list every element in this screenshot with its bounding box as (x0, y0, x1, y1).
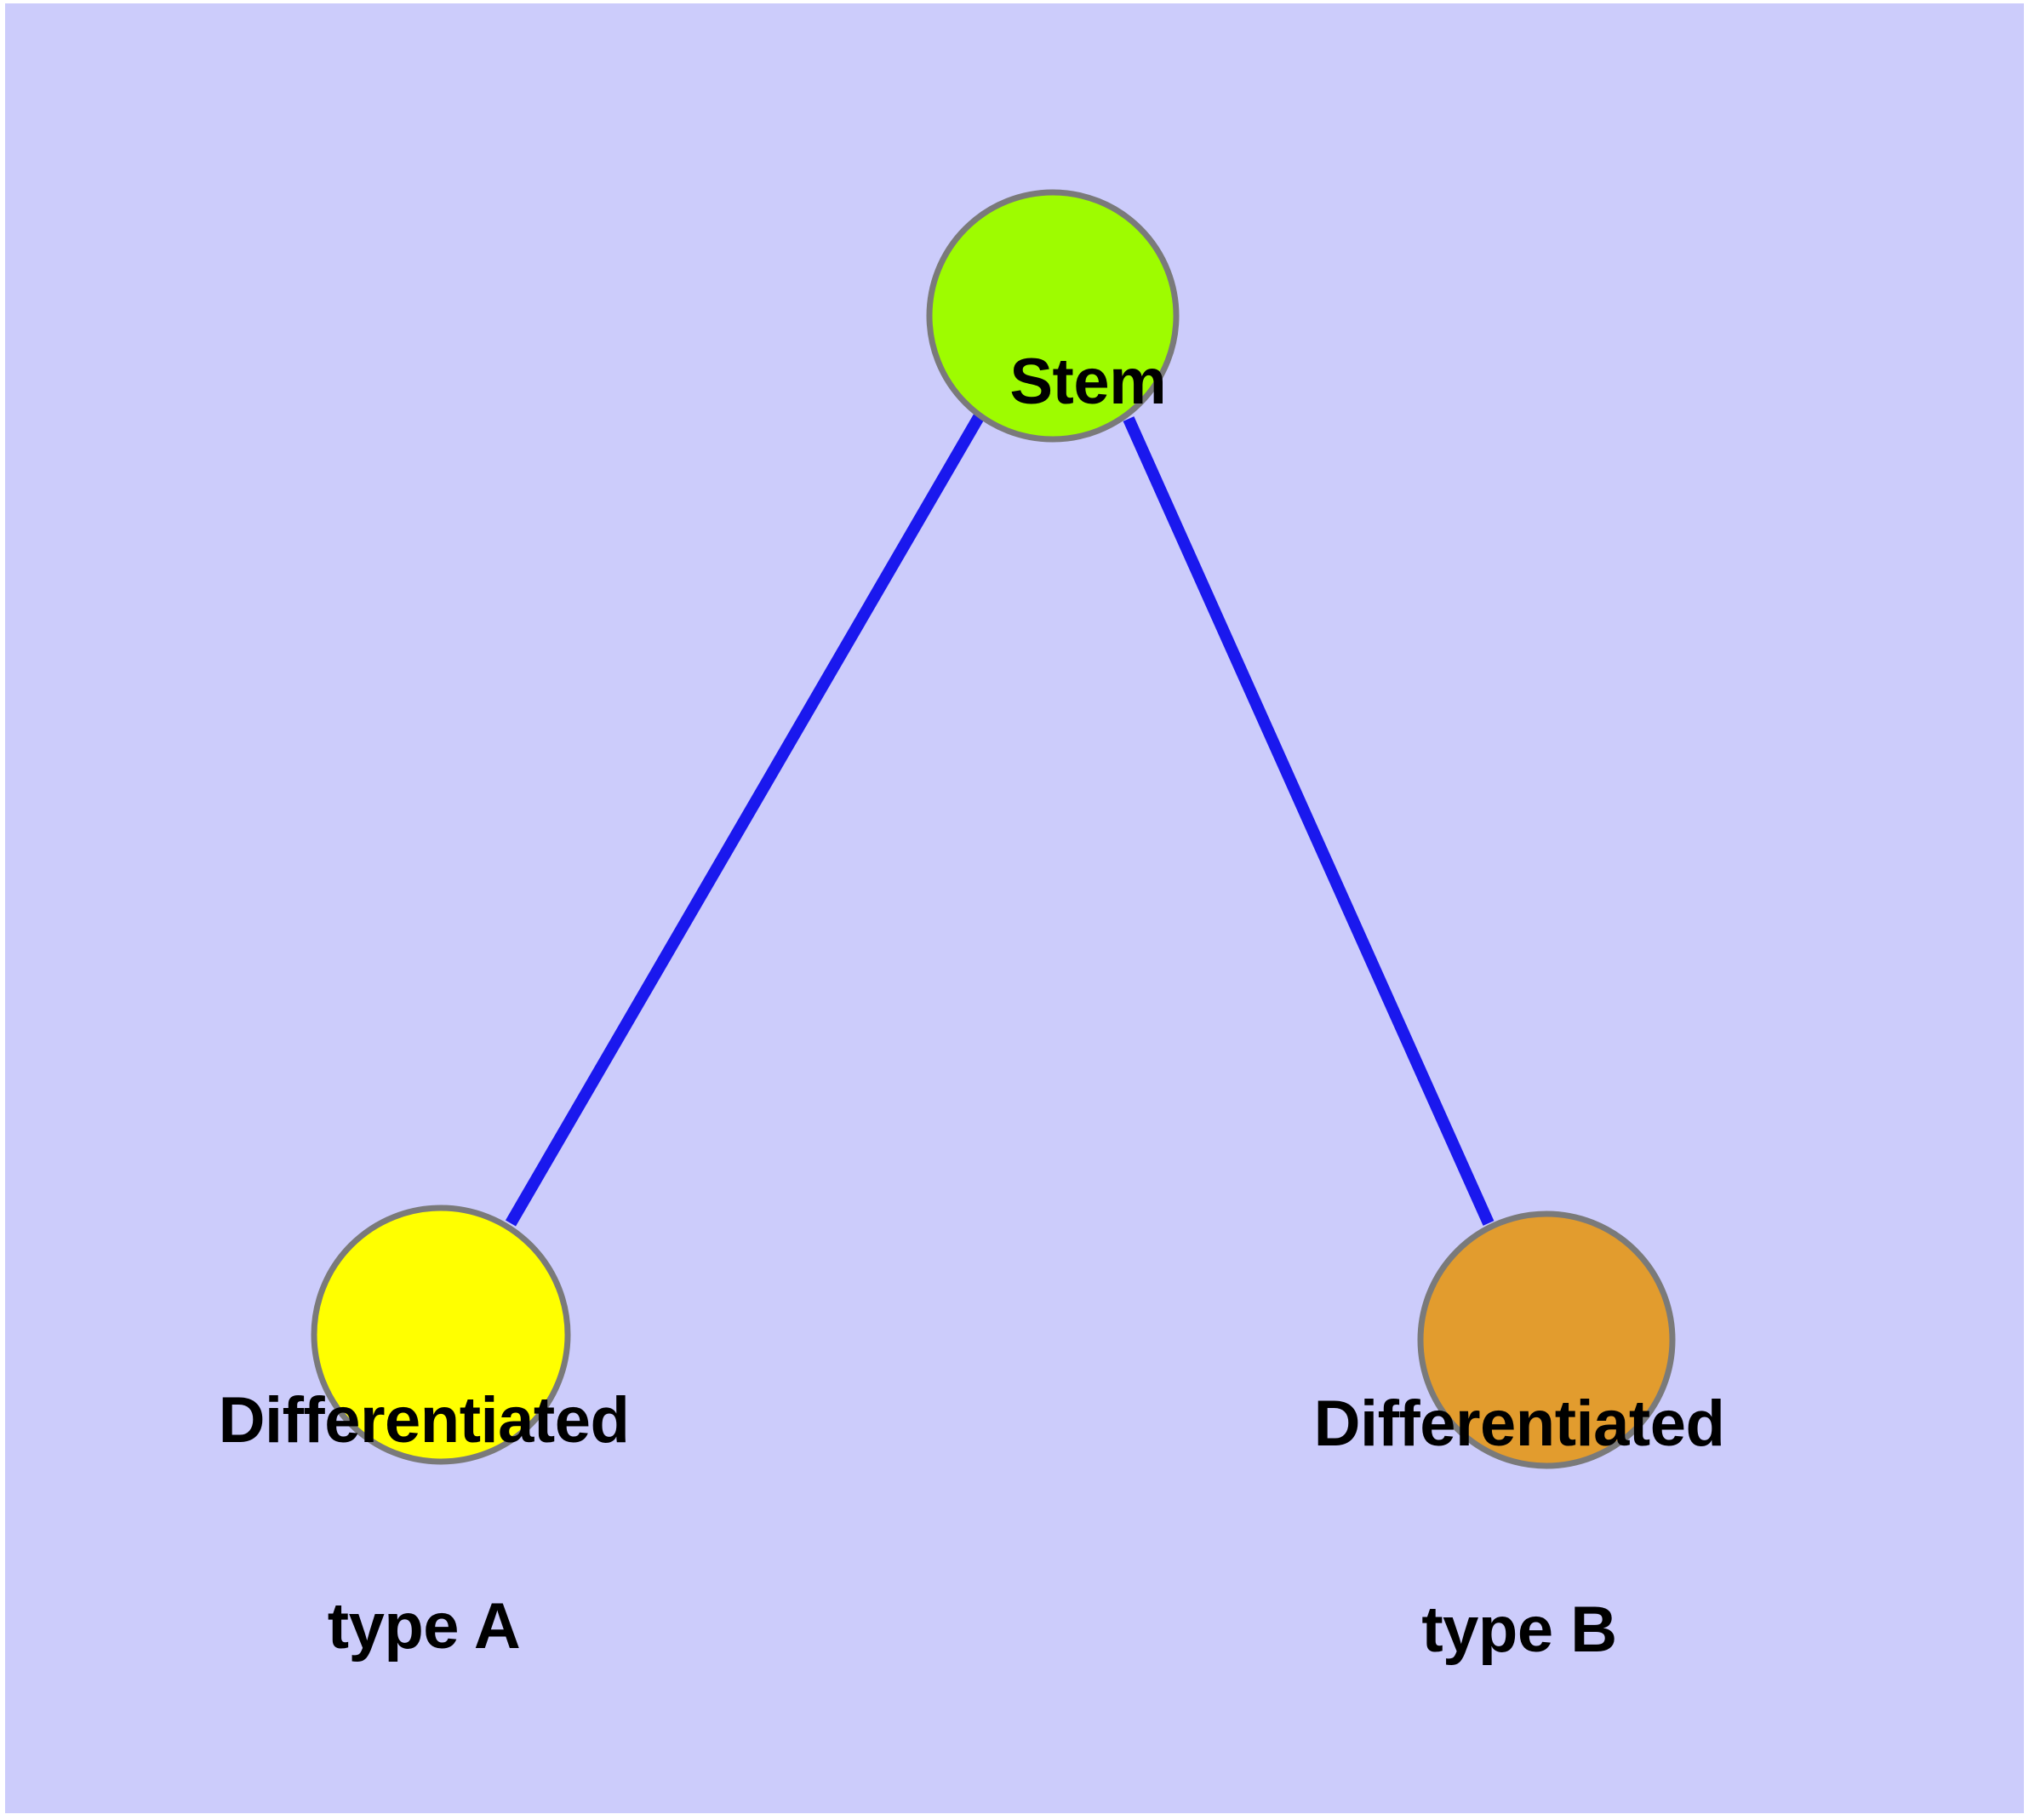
node-label-diff-b-line2: type B (1421, 1593, 1617, 1666)
node-label-stem-text: Stem (1009, 345, 1167, 418)
node-label-diff-a-line2: type A (327, 1589, 521, 1663)
node-label-stem: Stem (797, 279, 1308, 485)
node-label-diff-a-line1: Differentiated (218, 1384, 630, 1457)
node-label-differentiated-type-a: Differentiated type A (100, 1250, 747, 1798)
node-label-diff-b-line1: Differentiated (1313, 1388, 1725, 1461)
node-label-differentiated-type-b: Differentiated type B (1196, 1253, 1843, 1801)
